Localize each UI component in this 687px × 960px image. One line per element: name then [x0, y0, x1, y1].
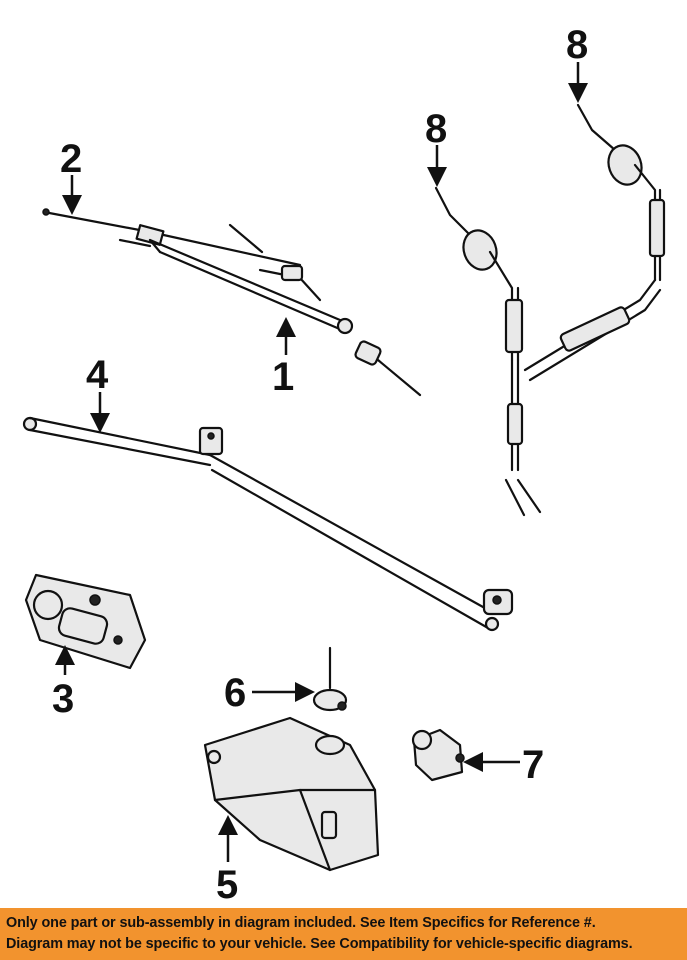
callout-8-left: 8: [425, 107, 447, 151]
callout-2: 2: [60, 137, 82, 181]
callout-7: 7: [522, 743, 544, 787]
callout-numbers: 1 2 3 4 5 6 7 8 8: [52, 23, 588, 907]
callout-8-right: 8: [566, 23, 588, 67]
washer-pump-part-7: [411, 728, 465, 782]
washer-cap-part-6: [312, 646, 348, 712]
washer-nozzles-and-hoses-part-8: [434, 103, 666, 517]
leader-arrows: [55, 62, 588, 862]
callout-4: 4: [86, 353, 109, 397]
disclaimer-line-1: Only one part or sub-assembly in diagram…: [6, 915, 596, 931]
callout-5: 5: [216, 863, 238, 907]
callout-1: 1: [272, 355, 294, 399]
disclaimer-line-2: Diagram may not be specific to your vehi…: [6, 936, 633, 952]
parts-diagram: 1 2 3 4 5 6 7 8 8: [22, 23, 666, 907]
wiper-linkage-part-4: [22, 416, 514, 632]
callout-3: 3: [52, 677, 74, 721]
disclaimer-banner: Only one part or sub-assembly in diagram…: [0, 908, 687, 960]
wiper-blade-part-2: [42, 208, 302, 267]
washer-reservoir-part-5: [203, 716, 380, 872]
wiper-motor-part-3: [24, 573, 147, 670]
callout-6: 6: [224, 671, 246, 715]
wiper-arm-part-1: [148, 223, 422, 397]
